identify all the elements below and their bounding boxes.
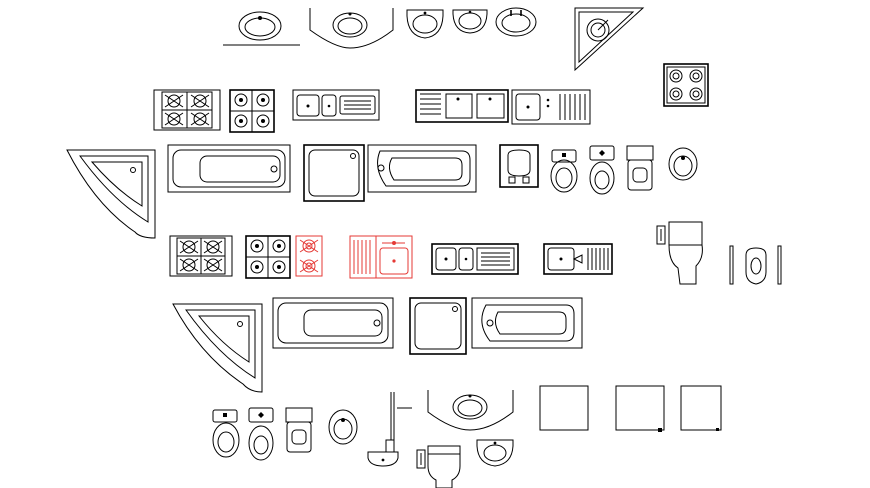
double-bowl-sink-symbol	[415, 89, 509, 123]
red-highlighted-sink-symbol	[349, 235, 413, 279]
washbasin-symbol	[223, 11, 300, 46]
sink-drainboard-symbol-row4	[543, 243, 613, 275]
counter-washbasin-symbol	[309, 8, 394, 49]
corner-washbasin-symbol	[574, 7, 645, 72]
squat-toilet-symbol	[499, 144, 539, 188]
wc-box-symbol-row6	[285, 407, 313, 453]
shower-tray-symbol-row5	[409, 297, 467, 355]
wall-basin-side-view-symbol	[367, 392, 412, 467]
red-highlighted-cooktop-symbol	[295, 235, 323, 277]
wc-side-view-symbol	[656, 221, 703, 285]
counter-washbasin-symbol-row6	[427, 390, 514, 431]
bathtub-symbol-row5	[272, 297, 394, 349]
wc-round-symbol-row6	[328, 409, 358, 445]
urinal-symbol	[729, 245, 782, 285]
double-sink-symbol-row4	[431, 243, 519, 275]
square-cabinet-symbol-1	[539, 385, 589, 431]
wc-top-view-symbol-2	[589, 145, 615, 195]
cooktop-symbol-row2	[229, 89, 275, 133]
wc-side-view-symbol-row6	[416, 445, 461, 488]
wc-top-view-symbol-1	[550, 149, 578, 193]
washbasin-with-taps-symbol	[495, 7, 537, 37]
oval-washbasin-symbol	[452, 9, 488, 34]
cooktop-symbol-row4	[245, 235, 291, 279]
bathtub-symbol-row3b	[367, 144, 477, 193]
square-cabinet-symbol-2	[615, 385, 665, 432]
square-cabinet-symbol-3	[680, 385, 722, 431]
sink-drainer-symbol	[511, 89, 591, 125]
bathtub-symbol-row3	[167, 144, 291, 193]
corner-bathtub-symbol-row5	[172, 303, 263, 393]
bathtub-symbol-row5b	[471, 297, 583, 349]
pedestal-washbasin-symbol	[406, 9, 444, 39]
sink-with-drainboard-symbol	[292, 89, 380, 121]
shower-tray-symbol-row3	[303, 144, 365, 202]
pedestal-washbasin-symbol-row6	[476, 439, 514, 467]
wc-top-view-symbol-row6-1	[212, 409, 240, 458]
grill-cooktop-symbol	[153, 89, 221, 131]
wc-round-symbol-row3	[668, 147, 698, 181]
grill-cooktop-symbol-row4	[169, 235, 233, 277]
corner-bathtub-symbol	[66, 149, 156, 239]
cooktop-4-burner-symbol	[663, 63, 709, 107]
wc-top-view-symbol-row6-2	[248, 407, 274, 461]
wc-box-symbol-row3	[626, 145, 654, 191]
